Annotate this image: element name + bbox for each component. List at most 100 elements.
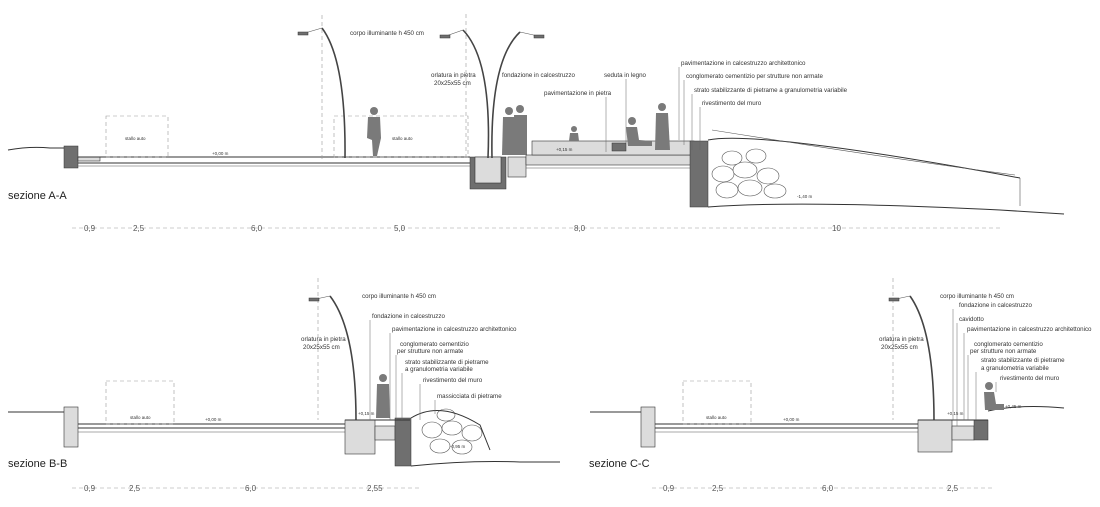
dim-a-1: 0,9 <box>84 224 96 233</box>
hatched-strip-a <box>77 156 101 162</box>
curb-left-b <box>63 406 79 448</box>
leaders-a <box>678 67 701 150</box>
elev-low-b: -0,95 m <box>450 444 466 449</box>
label-stabilized-b-2: a granulometria variabile <box>405 366 473 373</box>
person-figure-c <box>984 382 1004 410</box>
foundation-b <box>344 419 376 455</box>
label-stabilized-c-2: a granulometria variabile <box>981 365 1049 372</box>
parking-label-2-a: stallo auto <box>392 136 413 141</box>
label-stabilized-c-1: strato stabilizzante di pietrame <box>981 357 1065 364</box>
conduit-box-a <box>507 156 527 178</box>
lamp-head-a-3 <box>533 34 545 39</box>
label-conglomerate-a: conglomerato cementizio per strutture no… <box>686 73 823 80</box>
dim-c-3: 6,0 <box>822 484 834 493</box>
label-bench-a: seduta in legno <box>604 72 647 79</box>
label-wall-cladding-b: rivestimento del muro <box>423 377 483 384</box>
dim-a-6: 10 <box>832 224 841 233</box>
elev-road-c: +0,00 m <box>783 417 800 422</box>
ground-right-a <box>707 203 1065 215</box>
section-c-c: stallo auto +0,00 m corpo illuminante h … <box>589 278 1092 493</box>
label-foundation-a: fondazione in calcestruzzo <box>502 72 575 79</box>
retaining-wall-b <box>394 417 412 467</box>
elev-low-a: -1,40 m <box>797 194 813 199</box>
parking-box-2-a <box>333 115 469 158</box>
label-stone-paving-a: pavimentazione in pietra <box>544 90 612 97</box>
plaza-slab-a <box>525 154 697 166</box>
title-a: sezione A-A <box>8 190 67 202</box>
label-wall-cladding-c: rivestimento del muro <box>1000 375 1060 382</box>
dim-a-3: 6,0 <box>251 224 263 233</box>
person-figure-b <box>376 374 390 418</box>
label-concrete-paving-b: pavimentazione in calcestruzzo architett… <box>392 326 517 333</box>
conduit-box-b <box>374 425 396 441</box>
curb-left-a <box>63 145 79 169</box>
retaining-wall-a <box>689 140 709 208</box>
slope-b <box>410 409 491 451</box>
bench-a <box>611 142 627 152</box>
lamp-head-c <box>888 297 900 302</box>
lamp-head-b <box>308 297 320 302</box>
dim-a-4: 5,0 <box>394 224 406 233</box>
label-edging-b-1: orlatura in pietra <box>301 336 346 343</box>
title-c: sezione C-C <box>589 458 650 470</box>
dim-b-1: 0,9 <box>84 484 96 493</box>
person-figure-1-a <box>367 107 381 156</box>
label-edging-a-2: 20x25x55 cm <box>434 80 471 87</box>
curb-left-c <box>640 406 656 448</box>
lamp-pole-a-3 <box>491 31 521 159</box>
lamp-head-a-2 <box>439 34 451 39</box>
foundation-c <box>917 419 953 453</box>
title-b: sezione B-B <box>8 458 67 470</box>
leaders-a-2 <box>605 79 627 152</box>
elev-walk-b: +0,15 m <box>358 411 375 416</box>
label-foundation-c: fondazione in calcestruzzo <box>959 302 1032 309</box>
riprap-a <box>711 148 787 199</box>
label-wall-cladding-a: rivestimento del muro <box>702 100 762 107</box>
label-concrete-paving-a: pavimentazione in calcestruzzo architett… <box>681 60 806 67</box>
person-figure-4-a <box>626 117 652 146</box>
label-lamp-c: corpo illuminante h 450 cm <box>940 293 1014 300</box>
conduit-box-c <box>951 425 975 441</box>
riprap-b <box>421 408 483 455</box>
label-lamp-a: corpo illuminante h 450 cm <box>350 30 424 37</box>
label-conduit-c: cavidotto <box>959 316 984 323</box>
dim-c-1: 0,9 <box>663 484 675 493</box>
elev-road-b: +0,00 m <box>205 417 222 422</box>
label-edging-c-1: orlatura in pietra <box>879 336 924 343</box>
lamp-pole-a-2 <box>462 29 490 159</box>
leaders-c <box>952 309 997 426</box>
label-stabilized-a: strato stabilizzante di pietrame a granu… <box>694 87 848 94</box>
label-edging-c-2: 20x25x55 cm <box>881 344 918 351</box>
label-lamp-b: corpo illuminante h 450 cm <box>362 293 436 300</box>
parking-label-1-a: stallo auto <box>125 136 146 141</box>
person-figure-2-a <box>502 105 527 155</box>
parking-box-1-a <box>105 115 169 158</box>
retaining-wall-c <box>973 419 989 441</box>
dim-b-2: 2,5 <box>129 484 141 493</box>
label-stabilized-b-1: strato stabilizzante di pietrame <box>405 359 489 366</box>
person-figure-3-a <box>569 126 579 141</box>
dim-b-3: 6,0 <box>245 484 257 493</box>
leaders-b <box>369 320 436 420</box>
label-conglomerate-c-1: conglomerato cementizio <box>974 341 1043 348</box>
lamp-pole-a <box>321 27 346 159</box>
foundation-core-a <box>474 156 502 184</box>
elev-walk-c: +0,15 m <box>947 411 964 416</box>
lamp-pole-c <box>909 295 935 421</box>
ground-right-b <box>410 461 560 467</box>
lamp-head-a <box>297 31 309 36</box>
parking-label-b: stallo auto <box>130 415 151 420</box>
dim-c-4: 2,5 <box>947 484 959 493</box>
label-conglomerate-b-2: per strutture non armate <box>397 348 464 355</box>
slope-top-a <box>707 137 1021 179</box>
label-foundation-b: fondazione in calcestruzzo <box>372 313 445 320</box>
elev-top-c: +0,45 m <box>1005 404 1022 409</box>
label-edging-a-1: orlatura in pietra <box>431 72 476 79</box>
section-a-a: stallo auto stallo auto +0,00 m corpo il… <box>7 14 1065 233</box>
elev-plaza-a: +0,15 m <box>556 147 573 152</box>
label-conglomerate-b-1: conglomerato cementizio <box>400 341 469 348</box>
dim-c-2: 2,5 <box>712 484 724 493</box>
label-riprap-b: massicciata di pietrame <box>437 393 502 400</box>
section-b-b: stallo auto +0,00 m corpo illuminante h … <box>8 278 560 493</box>
